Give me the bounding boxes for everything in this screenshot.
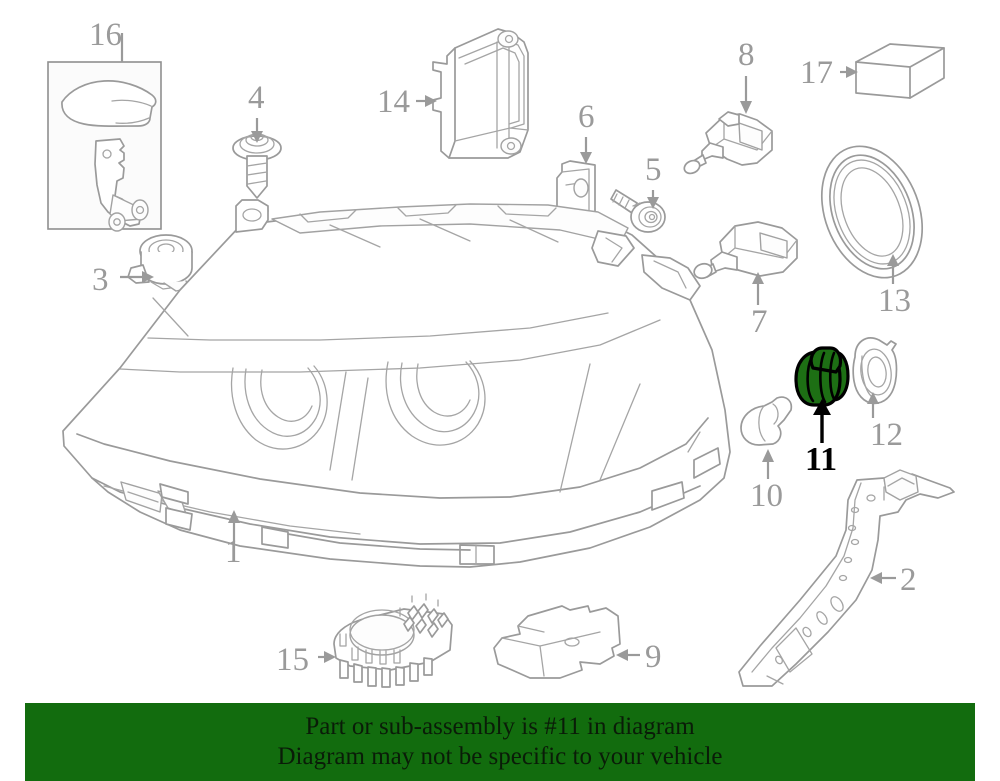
callout-17-label: 17 xyxy=(800,55,833,91)
callout-11: 11 xyxy=(805,399,837,478)
callout-4-label: 4 xyxy=(248,80,265,116)
callout-12: 12 xyxy=(867,392,903,453)
part-9-control-unit-module xyxy=(493,605,621,679)
banner-line-1: Part or sub-assembly is #11 in diagram xyxy=(305,712,695,740)
callout-2: 2 xyxy=(870,562,917,598)
callout-3-label: 3 xyxy=(92,262,109,298)
callout-9: 9 xyxy=(616,639,662,675)
callout-16-label: 16 xyxy=(89,17,122,53)
callout-2-label: 2 xyxy=(900,562,917,598)
callout-10: 10 xyxy=(750,449,783,514)
part-2-mounting-bracket-rail xyxy=(738,469,955,687)
part-16-bracket-repair-kit-inset xyxy=(47,61,162,232)
callout-5-label: 5 xyxy=(645,152,662,188)
part-13-gasket-seal-ring xyxy=(820,145,924,279)
part-12-cover-cap xyxy=(852,337,898,405)
callout-13: 13 xyxy=(878,254,911,319)
part-14-ballast-control-unit xyxy=(432,28,529,159)
callout-14-label: 14 xyxy=(377,84,410,120)
callout-5: 5 xyxy=(645,152,662,209)
callout-8: 8 xyxy=(738,37,755,114)
callout-15: 15 xyxy=(276,642,336,678)
callout-6-label: 6 xyxy=(578,99,595,135)
callout-17: 17 xyxy=(800,55,858,91)
callout-14: 14 xyxy=(377,84,437,120)
callout-1-label: 1 xyxy=(225,534,242,570)
banner-line-2: Diagram may not be specific to your vehi… xyxy=(277,743,723,770)
part-5-fillister-head-screw xyxy=(610,189,666,233)
callout-10-label: 10 xyxy=(750,478,783,514)
callout-12-label: 12 xyxy=(870,417,903,453)
callout-15-label: 15 xyxy=(276,642,309,678)
part-11-bulb-socket-grommet-cap-highlighted xyxy=(794,346,850,407)
part-8-headlight-level-sensor xyxy=(683,111,773,175)
callout-11-label: 11 xyxy=(805,441,837,478)
callout-3: 3 xyxy=(92,262,154,298)
part-1-headlight-assembly xyxy=(62,199,731,568)
part-17-module-box xyxy=(855,43,945,99)
part-3-adjusting-screw-motor xyxy=(127,234,193,292)
part-7-bulb-socket xyxy=(693,221,798,280)
callout-16: 16 xyxy=(89,17,124,62)
callout-13-label: 13 xyxy=(878,283,911,319)
callout-9-label: 9 xyxy=(645,639,662,675)
callout-1: 1 xyxy=(225,510,242,570)
callout-7-label: 7 xyxy=(751,304,768,340)
callout-4: 4 xyxy=(248,80,265,143)
part-6-retaining-clip xyxy=(556,160,596,217)
part-10-bulb xyxy=(740,396,793,446)
callout-8-label: 8 xyxy=(738,37,755,73)
part-4-expanding-rivet-clip xyxy=(232,132,282,199)
info-banner: Part or sub-assembly is #11 in diagram D… xyxy=(25,703,975,781)
callout-7: 7 xyxy=(751,272,768,340)
part-15-blower-fan-heat-sink xyxy=(333,593,453,688)
callout-6: 6 xyxy=(578,99,595,164)
